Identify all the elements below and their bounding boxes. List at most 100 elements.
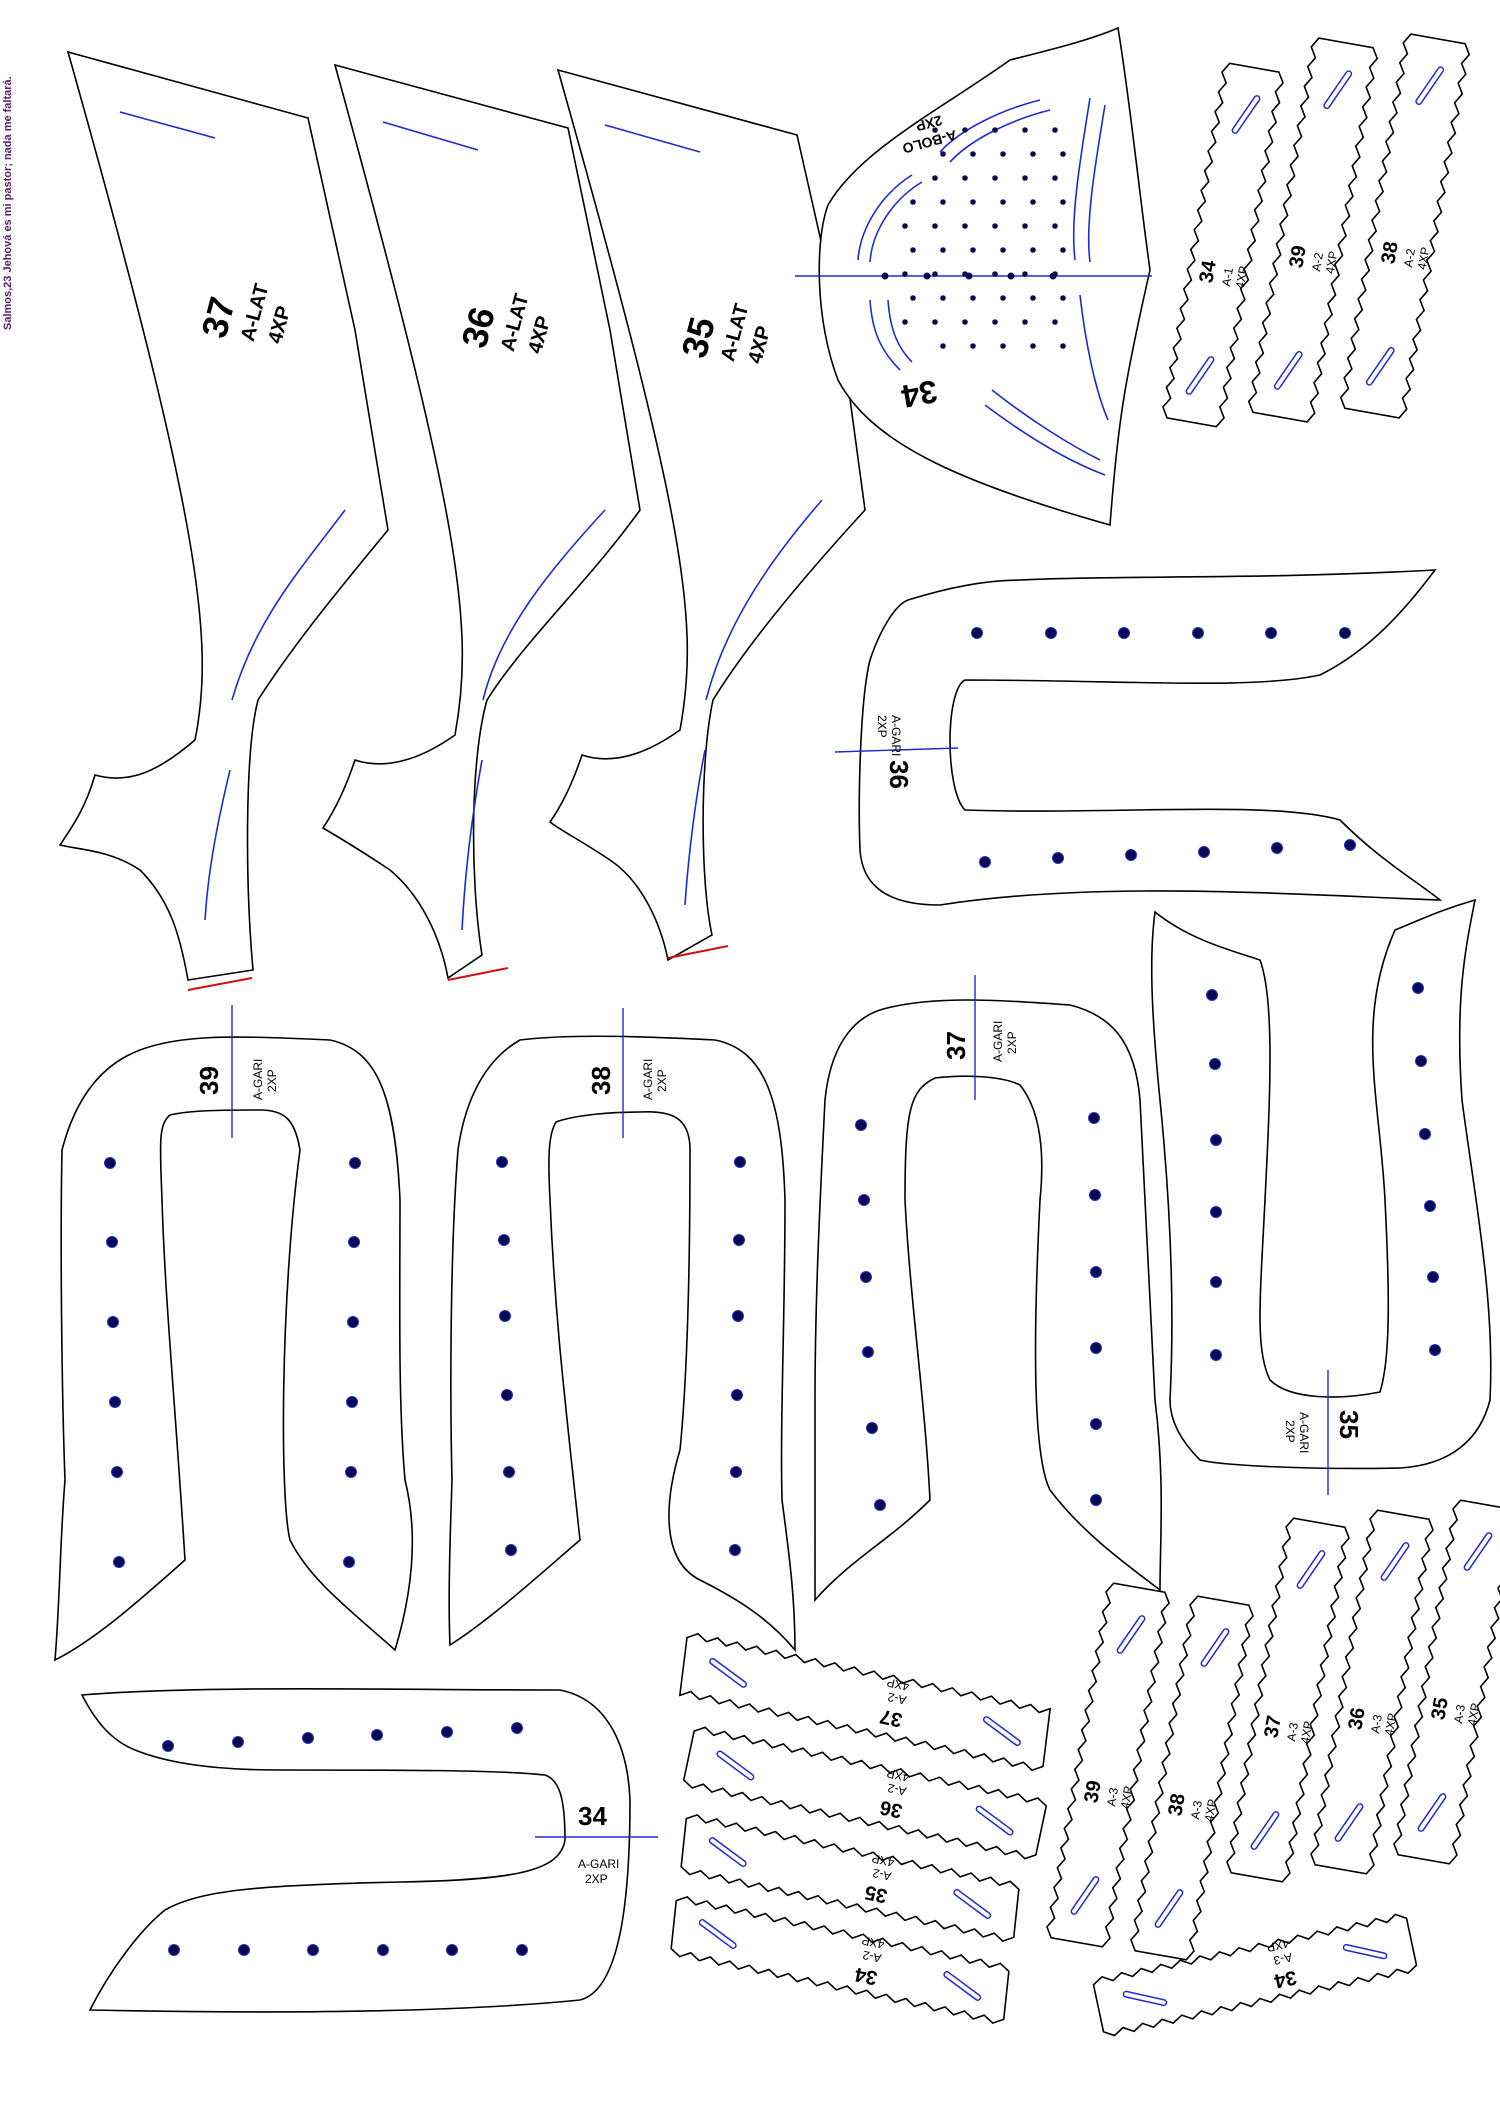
strip-qty: 4XP xyxy=(860,1933,885,1951)
bolo-dot xyxy=(1052,223,1058,229)
punch-hole xyxy=(505,1544,517,1556)
bolo-dot xyxy=(932,319,938,325)
bolo-dot xyxy=(1060,247,1066,253)
gari-qty: 2XP xyxy=(1005,1031,1019,1054)
strip-code: A-3 xyxy=(1368,1713,1385,1734)
bolo-dot xyxy=(1030,199,1036,205)
bolo-dot xyxy=(881,272,889,280)
strip-code: A-3 xyxy=(1284,1721,1301,1742)
punch-hole xyxy=(1206,989,1218,1001)
gari-piece-37: 37 A-GARI 2XP xyxy=(814,975,1163,1603)
bolo-dot xyxy=(1000,247,1006,253)
strip-qty: 4XP xyxy=(1233,265,1251,290)
gari-size: 35 xyxy=(1334,1410,1364,1439)
strip-code: A-2 xyxy=(886,1781,907,1799)
punch-hole xyxy=(349,1157,361,1169)
punch-hole xyxy=(1088,1112,1100,1124)
strip-size: 36 xyxy=(1344,1706,1370,1732)
gari-piece-36: 36 A-GARI 2XP xyxy=(834,569,1443,906)
punch-hole xyxy=(1090,1342,1102,1354)
gari-size: 39 xyxy=(194,1066,224,1095)
strip-qty: 4XP xyxy=(885,1766,910,1784)
strip-qty: 4XP xyxy=(1465,1702,1483,1727)
bolo-dot xyxy=(970,247,976,253)
punch-hole xyxy=(111,1466,123,1478)
strip-size: 35 xyxy=(1427,1696,1453,1722)
gari-code: A-GARI xyxy=(889,715,903,756)
bolo-dot xyxy=(910,199,916,205)
strip-size: 37 xyxy=(1260,1714,1286,1740)
punch-hole xyxy=(345,1466,357,1478)
gari-qty: 2XP xyxy=(265,1069,279,1092)
bolo-dot xyxy=(910,295,916,301)
punch-hole xyxy=(1429,1344,1441,1356)
bolo-dot xyxy=(962,319,968,325)
strip-code: A-3 xyxy=(1188,1799,1205,1820)
bolo-dot xyxy=(1030,343,1036,349)
strip-qty: 4XP xyxy=(1382,1712,1400,1737)
bolo-dot xyxy=(940,199,946,205)
punch-hole xyxy=(307,1944,319,1956)
punch-hole xyxy=(113,1556,125,1568)
gari-code: A-GARI xyxy=(251,1059,265,1100)
punch-hole xyxy=(499,1310,511,1322)
punch-hole xyxy=(860,1271,872,1283)
gari-code: A-GARI xyxy=(578,1857,619,1871)
punch-hole xyxy=(1427,1271,1439,1283)
punch-hole xyxy=(503,1466,515,1478)
strip-code: A-3 xyxy=(1104,1786,1121,1807)
bolo-dot xyxy=(1022,223,1028,229)
bolo-dot xyxy=(932,175,938,181)
bolo-dot xyxy=(1000,151,1006,157)
bolo-dot xyxy=(992,271,998,277)
bolo-dot xyxy=(965,272,973,280)
punch-hole xyxy=(1210,1349,1222,1361)
punch-hole xyxy=(866,1422,878,1434)
bolo-dot xyxy=(902,271,908,277)
bolo-dot xyxy=(992,175,998,181)
punch-hole xyxy=(858,1194,870,1206)
punch-hole xyxy=(1271,842,1283,854)
punch-hole xyxy=(343,1556,355,1568)
strip-code: A-2 xyxy=(861,1948,882,1966)
bolo-dot xyxy=(992,127,998,133)
gari-qty: 2XP xyxy=(875,715,889,738)
gari-qty: 2XP xyxy=(585,1872,608,1886)
punch-hole xyxy=(109,1396,121,1408)
bolo-piece-34: A-BOLO 2XP 34 xyxy=(795,26,1152,527)
strip-code: A-3 xyxy=(1451,1703,1468,1724)
bolo-dot xyxy=(1007,272,1015,280)
punch-hole xyxy=(1339,627,1351,639)
bolo-dot xyxy=(1060,199,1066,205)
punch-hole xyxy=(1424,1200,1436,1212)
punch-hole xyxy=(733,1234,745,1246)
bolo-dot xyxy=(1000,295,1006,301)
lat-piece-37: 37 A-LAT 4XP xyxy=(58,50,389,991)
punch-hole xyxy=(862,1346,874,1358)
bolo-dot xyxy=(923,272,931,280)
punch-hole xyxy=(302,1732,314,1744)
gari-code: A-GARI xyxy=(641,1059,655,1100)
bolo-dot xyxy=(940,247,946,253)
gari-size: 38 xyxy=(586,1066,616,1095)
punch-hole xyxy=(232,1736,244,1748)
bolo-dot xyxy=(970,295,976,301)
punch-hole xyxy=(1209,1058,1221,1070)
strip-size: 39 xyxy=(1080,1779,1106,1805)
strip-qty: 4XP xyxy=(1202,1798,1220,1823)
punch-hole xyxy=(238,1944,250,1956)
strip-qty: 4XP xyxy=(885,1675,910,1693)
bolo-dot xyxy=(962,127,968,133)
bolo-dot xyxy=(1000,199,1006,205)
punch-hole xyxy=(377,1944,389,1956)
bolo-dot xyxy=(1060,343,1066,349)
strip-code: A-1 xyxy=(1219,266,1236,287)
punch-hole xyxy=(1052,852,1064,864)
punch-hole xyxy=(1415,1055,1427,1067)
bolo-dot xyxy=(1060,151,1066,157)
